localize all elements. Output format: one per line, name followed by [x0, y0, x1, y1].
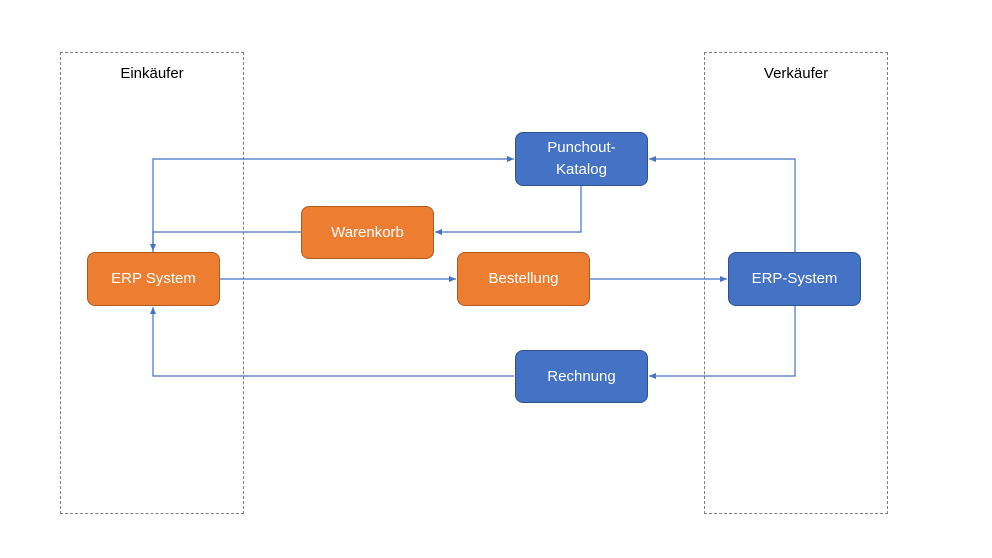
edge-buyer-erp-to-punchout [152, 156, 514, 252]
edge-invoice-to-buyer-erp [150, 307, 514, 377]
node-invoice: Rechnung [515, 350, 648, 403]
node-order: Bestellung [457, 252, 590, 306]
edge-seller-erp-to-invoice [649, 306, 796, 379]
edge-seller-erp-to-punchout [649, 156, 796, 252]
lane-buyer: Einkäufer [60, 52, 244, 514]
lane-seller-title: Verkäufer [763, 65, 829, 82]
node-seller-erp: ERP-System [728, 252, 861, 306]
node-cart: Warenkorb [301, 206, 434, 259]
node-buyer-erp: ERP System [87, 252, 220, 306]
lane-seller: Verkäufer [704, 52, 888, 514]
edge-punchout-to-cart [435, 186, 582, 235]
edge-cart-to-buyer-erp [150, 231, 301, 251]
node-punchout-catalog: Punchout- Katalog [515, 132, 648, 186]
lane-buyer-title: Einkäufer [120, 65, 184, 82]
